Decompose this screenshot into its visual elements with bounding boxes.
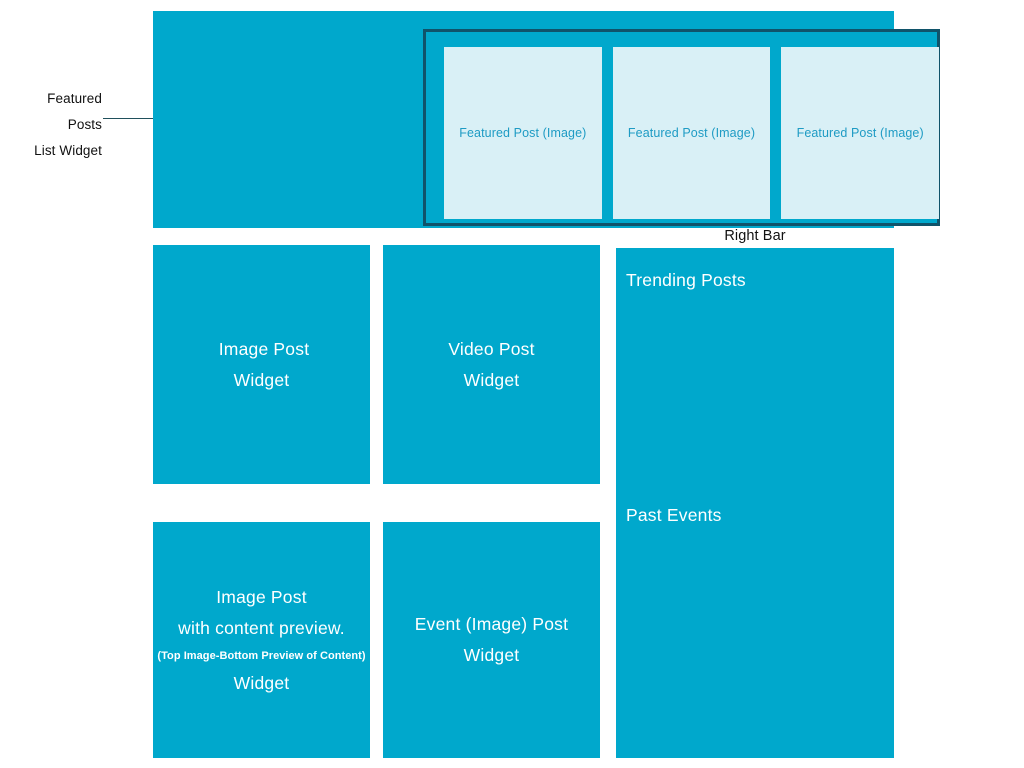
event-image-post-widget[interactable]: Event (Image) Post Widget xyxy=(383,522,600,758)
featured-posts-callout: Featured Posts List Widget xyxy=(12,86,102,164)
featured-posts-carousel[interactable]: Featured Post (Image) Featured Post (Ima… xyxy=(423,29,940,226)
carousel-track: Featured Post (Image) Featured Post (Ima… xyxy=(444,47,940,219)
image-preview-widget-note: (Top Image-Bottom Preview of Content) xyxy=(157,649,366,662)
image-preview-widget-line-1: Image Post xyxy=(216,586,307,607)
video-post-widget-line-2: Widget xyxy=(463,369,520,390)
image-preview-widget-line-4: Widget xyxy=(233,672,290,693)
featured-post-card[interactable]: Featured Post (Image) xyxy=(612,47,771,219)
featured-post-card[interactable]: Featured Post (Image) xyxy=(781,47,940,219)
right-bar[interactable]: Trending Posts Past Events xyxy=(616,248,894,758)
right-bar-annotation-label: Right Bar xyxy=(724,228,786,244)
event-post-widget-line-1: Event (Image) Post xyxy=(414,614,569,634)
featured-post-label: Featured Post (Image) xyxy=(796,126,924,140)
image-post-widget-line-2: Widget xyxy=(233,369,290,390)
video-post-widget[interactable]: Video Post Widget xyxy=(383,245,600,484)
trending-posts-heading: Trending Posts xyxy=(626,270,746,290)
image-post-with-content-preview-widget[interactable]: Image Post with content preview. (Top Im… xyxy=(153,522,370,758)
video-post-widget-line-1: Video Post xyxy=(448,338,535,359)
callout-line-2: List Widget xyxy=(34,143,102,158)
past-events-heading: Past Events xyxy=(626,505,722,525)
featured-post-label: Featured Post (Image) xyxy=(459,126,587,140)
event-post-widget-line-2: Widget xyxy=(463,645,520,665)
featured-post-card[interactable]: Featured Post (Image) xyxy=(444,47,602,219)
image-post-widget[interactable]: Image Post Widget xyxy=(153,245,370,484)
featured-post-label: Featured Post (Image) xyxy=(627,126,756,140)
hero-banner: Featured Post (Image) Featured Post (Ima… xyxy=(153,11,940,228)
callout-line-1: Featured Posts xyxy=(47,91,102,132)
image-preview-widget-line-2: with content preview. xyxy=(178,617,345,638)
image-post-widget-line-1: Image Post xyxy=(218,338,310,359)
